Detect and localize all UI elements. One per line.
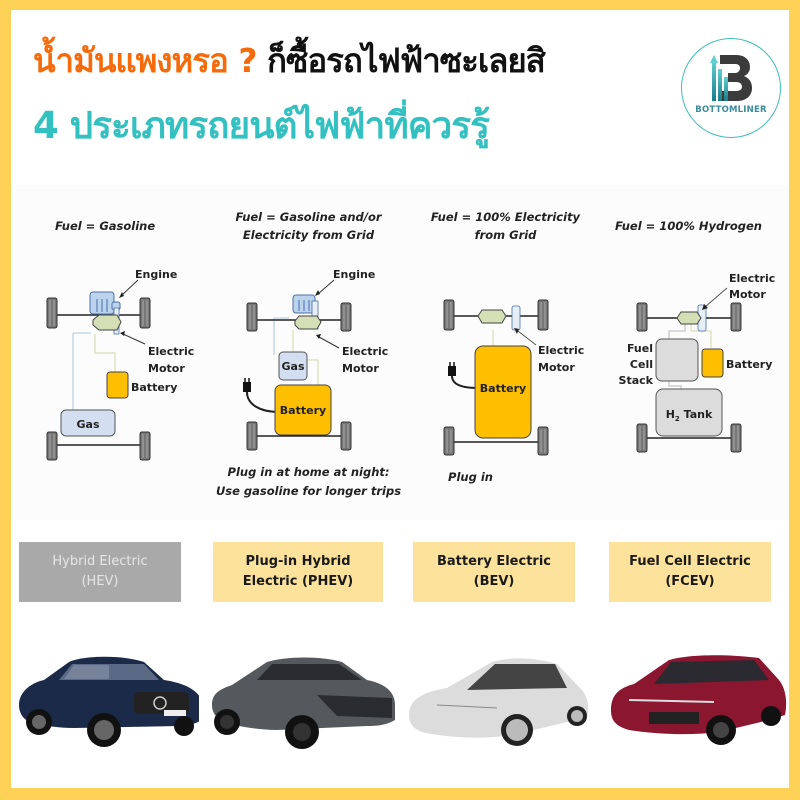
headline-line-2: 4 ประเภทรถยนต์ไฟฟ้าที่ควรรู้ [33, 104, 490, 147]
bottomliner-logo: BOTTOMLINER [681, 38, 781, 138]
phev-drivetrain-diagram: Gas Battery Engine Electric Motor [243, 268, 388, 451]
svg-text:Electric: Electric [729, 272, 775, 285]
fuel-label-line-1: Fuel = 100% Electricity [430, 210, 581, 224]
panel-phev: Fuel = Gasoline and/or Electricity from … [211, 200, 406, 520]
car-image-honda [611, 655, 787, 745]
svg-text:Electric: Electric [342, 345, 388, 358]
svg-text:Electric: Electric [148, 345, 194, 358]
car-image-toyota [212, 657, 395, 749]
caption-line-2: Use gasoline for longer trips [215, 484, 402, 498]
caption-line-1: Plug in at home at night: [227, 465, 390, 479]
hev-drivetrain-diagram: Gas Engine Electric Motor Battery [46, 268, 194, 461]
headline-highlight: น้ำมันแพงหรอ ? [33, 41, 257, 80]
svg-text:Gas: Gas [77, 418, 100, 431]
logo-text: BOTTOMLINER [695, 105, 767, 115]
svg-text:Fuel: Fuel [627, 342, 653, 355]
panel-hev: Fuel = Gasoline [25, 200, 220, 520]
fuel-label-line-2: from Grid [474, 228, 537, 242]
car-image-tesla [409, 658, 589, 746]
fuel-label: Fuel = Gasoline [55, 219, 156, 233]
svg-text:Battery: Battery [131, 381, 177, 394]
headline-line-1: น้ำมันแพงหรอ ? ก็ซื้อรถไฟฟ้าซะเลยสิ [33, 34, 546, 87]
type-abbr: Electric (PHEV) [242, 574, 354, 589]
svg-text:H2 Tank: H2 Tank [666, 408, 713, 423]
type-abbr: (HEV) [81, 574, 119, 589]
car-image-mercedes [19, 656, 199, 747]
type-label: Hybrid Electric [52, 554, 148, 569]
type-label: Plug-in Hybrid [245, 554, 351, 569]
svg-text:Engine: Engine [135, 268, 177, 281]
fuel-label-line-2: Electricity from Grid [242, 228, 375, 242]
infographic-frame: น้ำมันแพงหรอ ? ก็ซื้อรถไฟฟ้าซะเลยสิ 4 ปร… [11, 10, 789, 788]
svg-text:Battery: Battery [726, 358, 772, 371]
svg-text:Cell: Cell [630, 358, 653, 371]
fcev-drivetrain-diagram: H2 Tank Electric Motor Fuel Cell Stack B… [619, 272, 775, 453]
type-label: Battery Electric [437, 554, 551, 569]
bev-drivetrain-diagram: Battery Electric Motor [443, 299, 584, 456]
svg-text:Gas: Gas [282, 360, 305, 373]
panel-fcev: Fuel = 100% Hydrogen H2 Tank Electric [601, 200, 789, 520]
svg-text:Motor: Motor [538, 361, 575, 374]
type-label: Fuel Cell Electric [629, 554, 751, 569]
svg-text:Engine: Engine [333, 268, 375, 281]
caption-plug-in: Plug in [448, 470, 493, 484]
svg-text:Stack: Stack [619, 374, 654, 387]
type-box-bev: Battery Electric (BEV) [413, 542, 575, 602]
type-abbr: (FCEV) [665, 574, 715, 589]
type-abbr: (BEV) [473, 574, 515, 589]
svg-text:Battery: Battery [480, 382, 526, 395]
svg-text:Battery: Battery [280, 404, 326, 417]
svg-text:Electric: Electric [538, 344, 584, 357]
headline-rest: ก็ซื้อรถไฟฟ้าซะเลยสิ [266, 41, 546, 80]
bottomliner-b-icon [710, 55, 752, 101]
svg-text:Motor: Motor [148, 362, 185, 375]
type-box-fcev: Fuel Cell Electric (FCEV) [609, 542, 771, 602]
svg-text:Motor: Motor [729, 288, 766, 301]
type-box-hev: Hybrid Electric (HEV) [19, 542, 181, 602]
panel-bev: Fuel = 100% Electricity from Grid Batter… [408, 200, 603, 520]
svg-text:Motor: Motor [342, 362, 379, 375]
fuel-label: Fuel = 100% Hydrogen [614, 219, 762, 233]
fuel-label-line-1: Fuel = Gasoline and/or [235, 210, 382, 224]
